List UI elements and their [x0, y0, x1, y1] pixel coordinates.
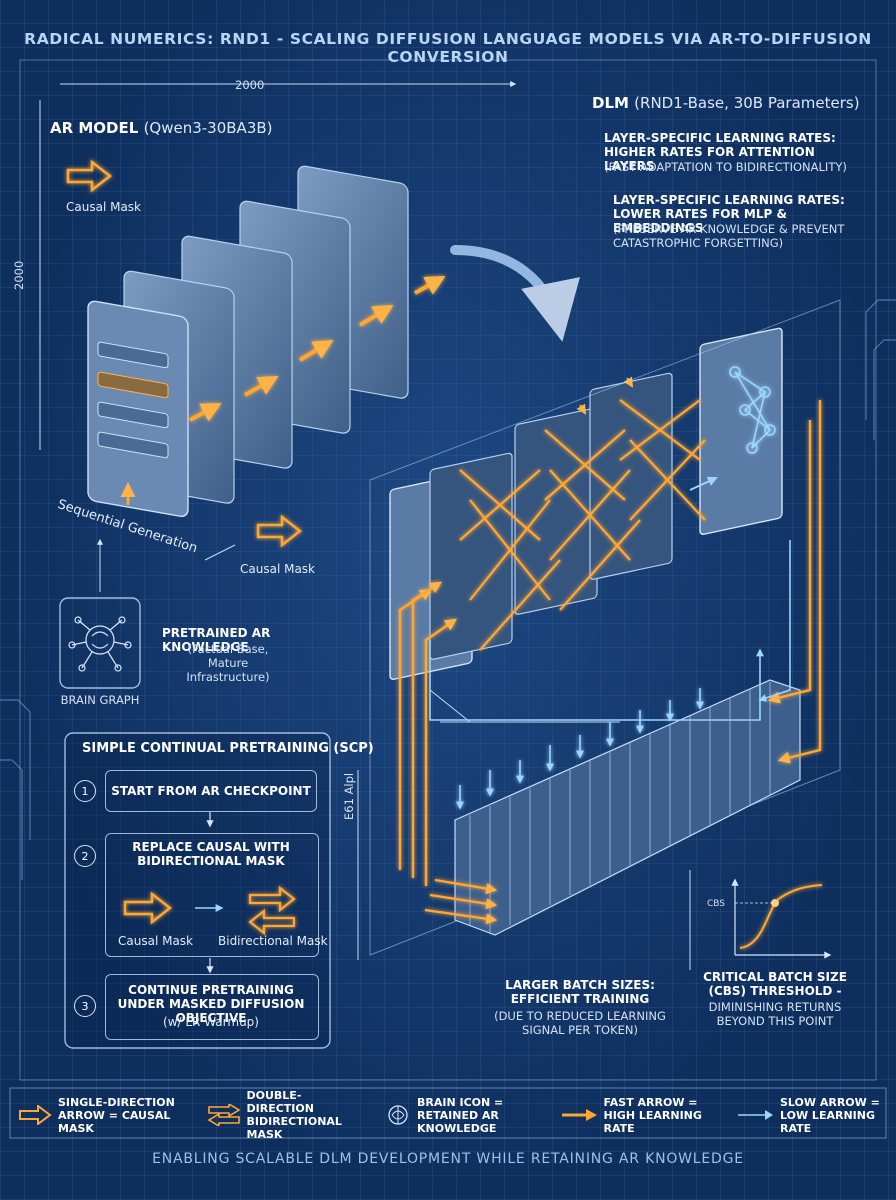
ar-model-label: AR MODEL [50, 119, 139, 137]
scp-bidirectional-arrow-icon [248, 885, 296, 936]
brain-graph-label: BRAIN GRAPH [60, 693, 140, 707]
pretrained-knowledge-title: PRETRAINED AR KNOWLEDGE [162, 626, 271, 654]
causal-mask-icon-bottom [256, 514, 303, 548]
step-2-bidirectional-caption: Bidirectional Mask [218, 934, 328, 948]
brain-graph-icon [68, 616, 132, 672]
footer-text: ENABLING SCALABLE DLM DEVELOPMENT WHILE … [152, 1151, 744, 1167]
slow-arrow-icon [738, 1110, 773, 1120]
brain-icon [388, 1105, 408, 1125]
legend-item-single: SINGLE-DIRECTION ARROW = CAUSAL MASK [18, 1096, 186, 1135]
scp-title: SIMPLE CONTINUAL PRETRAINING (SCP) [82, 741, 374, 756]
vertical-dimension-label: E61 Alpl [342, 772, 356, 820]
pretrained-knowledge-desc: (Factual Base, Mature Infrastructure) [186, 642, 270, 684]
ar-model-sub: (Qwen3-30BA3B) [143, 119, 273, 137]
legend-item-brain: BRAIN ICON = RETAINED AR KNOWLEDGE [385, 1096, 539, 1135]
legend-single-text: SINGLE-DIRECTION ARROW = CAUSAL MASK [58, 1095, 175, 1135]
legend-slow-text: SLOW ARROW = LOW LEARNING RATE [780, 1095, 880, 1135]
step-2-box [105, 833, 319, 957]
batch-block [424, 679, 801, 936]
width-dimension-label: 2000 [235, 78, 265, 92]
causal-mask-top-label: Causal Mask [66, 200, 141, 214]
legend: SINGLE-DIRECTION ARROW = CAUSAL MASK DOU… [18, 1089, 884, 1141]
step-2-label: REPLACE CAUSAL WITH BIDIRECTIONAL MASK [132, 840, 290, 868]
legend-item-fast: FAST ARROW = HIGH LEARNING RATE [560, 1096, 716, 1135]
scp-causal-arrow-icon [123, 891, 172, 925]
batch-title: LARGER BATCH SIZES: EFFICIENT TRAINING [505, 978, 655, 1006]
cbs-note: DIMINISHING RETURNS BEYOND THIS POINT [708, 1000, 842, 1028]
legend-brain-text: BRAIN ICON = RETAINED AR KNOWLEDGE [417, 1095, 504, 1135]
batch-note: (DUE TO REDUCED LEARNING SIGNAL PER TOKE… [494, 1009, 666, 1037]
dlm-sub: (RND1-Base, 30B Parameters) [634, 94, 860, 112]
lr-high-title: LAYER-SPECIFIC LEARNING RATES: HIGHER RA… [604, 131, 836, 173]
dlm-header: DLM (RND1-Base, 30B Parameters) [592, 94, 860, 112]
causal-mask-icon-top [66, 159, 113, 193]
legend-item-double: DOUBLE-DIRECTION BIDIRECTIONAL MASK [206, 1089, 365, 1141]
dlm-layer-stack [389, 327, 783, 680]
ar-layer-stack [87, 165, 446, 518]
cbs-axis-label: CBS [707, 899, 726, 909]
step-2-number: 2 [74, 845, 96, 867]
legend-fast-text: FAST ARROW = HIGH LEARNING RATE [603, 1095, 702, 1135]
step-2-causal-caption: Causal Mask [118, 934, 193, 948]
lr-low-title: LAYER-SPECIFIC LEARNING RATES: LOWER RAT… [613, 193, 845, 235]
step-3-number: 3 [74, 995, 96, 1017]
ar-model-header: AR MODEL (Qwen3-30BA3B) [50, 119, 273, 137]
causal-mask-bottom-label: Causal Mask [240, 562, 315, 576]
single-arrow-icon [19, 1105, 52, 1125]
conversion-arrow [450, 245, 580, 342]
step-1-box: START FROM AR CHECKPOINT [105, 770, 317, 812]
step-3-label: CONTINUE PRETRAINING UNDER MASKED DIFFUS… [117, 983, 305, 1025]
fast-arrow-icon [561, 1109, 597, 1121]
lr-low-note: (PRESERVE AR KNOWLEDGE & PREVENT CATASTR… [613, 222, 845, 250]
double-arrow-icon [206, 1104, 241, 1126]
step-3-note: (w/ LR Warmup) [163, 1015, 259, 1029]
legend-item-slow: SLOW ARROW = LOW LEARNING RATE [736, 1096, 884, 1135]
legend-double-text: DOUBLE-DIRECTION BIDIRECTIONAL MASK [246, 1089, 342, 1141]
cbs-chart [689, 870, 832, 970]
step-3-box [105, 974, 319, 1040]
lr-high-note: (FAST ADAPTATION TO BIDIRECTIONALITY) [604, 160, 847, 174]
dlm-label: DLM [592, 94, 629, 112]
step-1-number: 1 [74, 780, 96, 802]
height-dimension-label: 2000 [12, 260, 26, 290]
page-title: RADICAL NUMERICS: RND1 - SCALING DIFFUSI… [24, 30, 872, 66]
cbs-title: CRITICAL BATCH SIZE (CBS) THRESHOLD - [703, 970, 847, 998]
